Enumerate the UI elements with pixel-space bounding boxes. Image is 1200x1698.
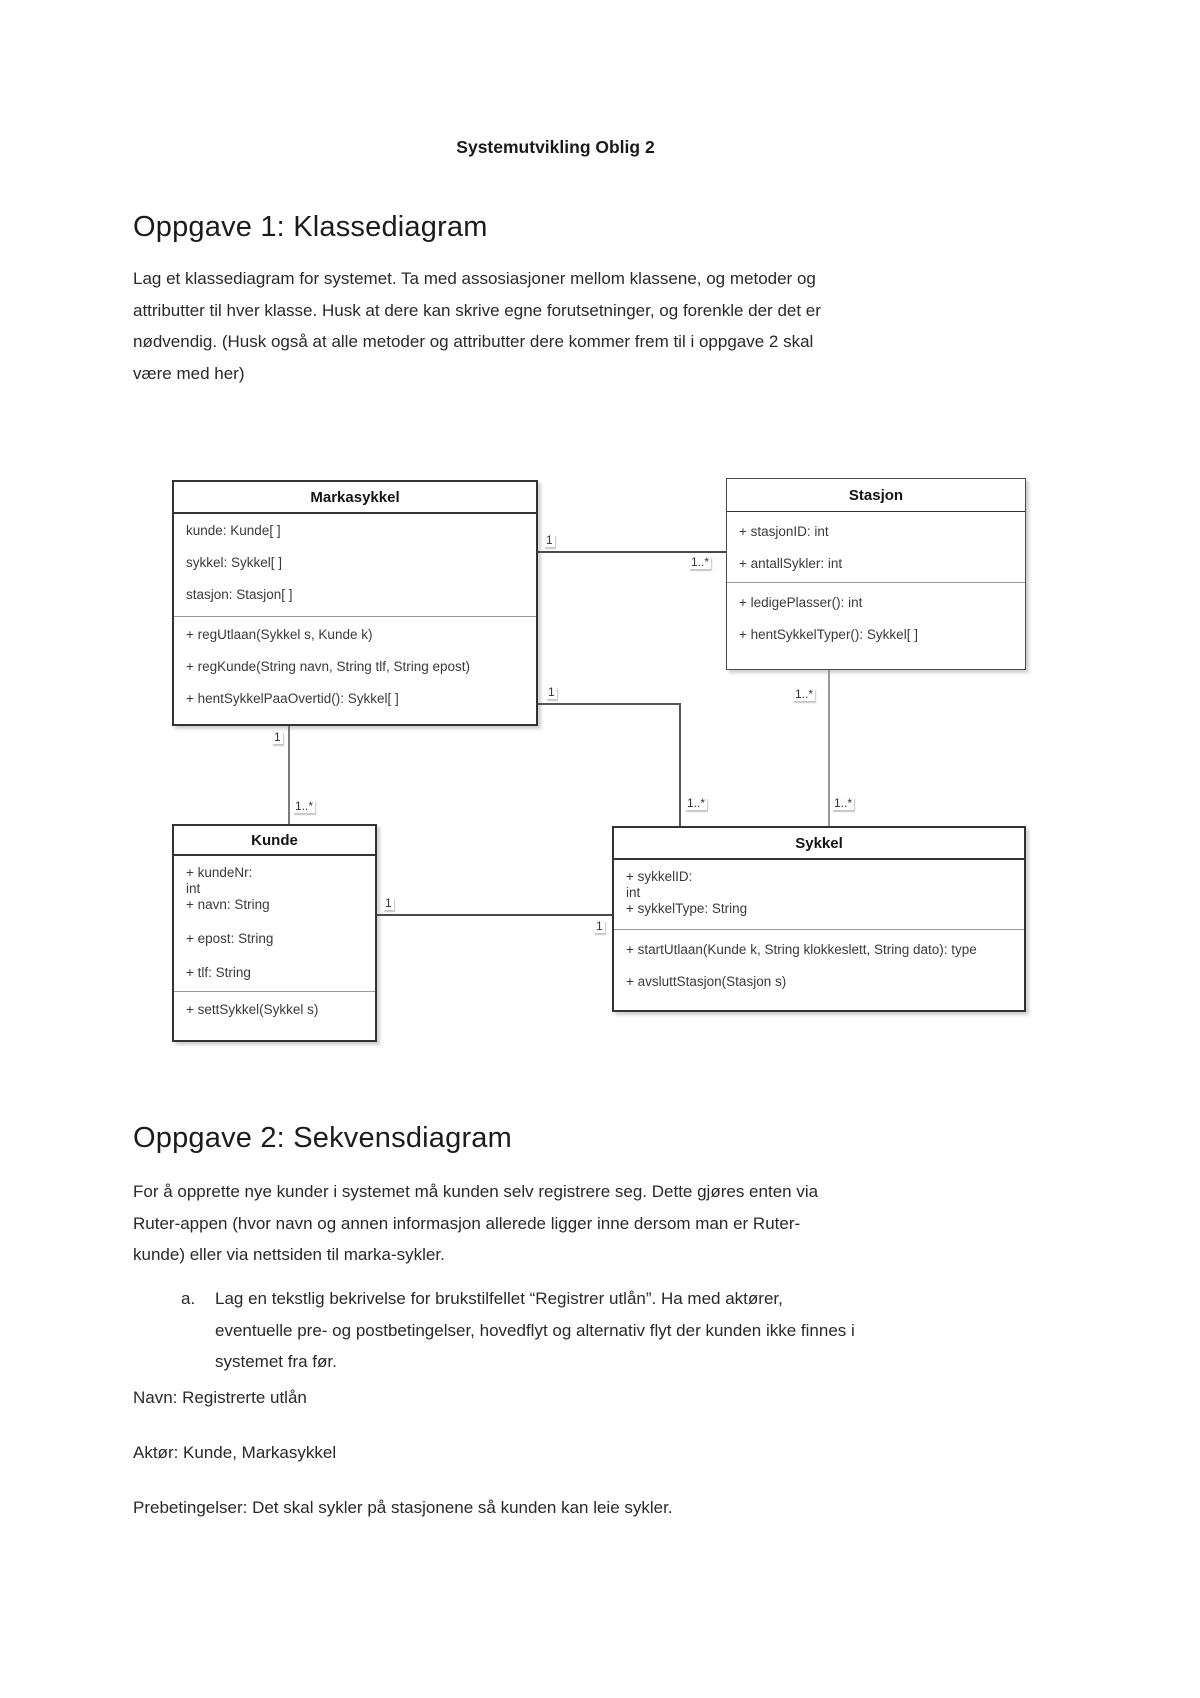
uml-attribute: + navn: String xyxy=(186,897,270,912)
class-attributes: + stasjonID: int + antallSykler: int xyxy=(727,512,1025,583)
multiplicity-label: 1..* xyxy=(293,799,316,813)
uml-attribute: sykkel: Sykkel[ ] xyxy=(186,555,283,570)
uml-attribute: stasjon: Stasjon[ ] xyxy=(186,587,293,602)
uml-method: + startUtlaan(Kunde k, String klokkeslet… xyxy=(626,942,977,957)
class-methods: + startUtlaan(Kunde k, String klokkeslet… xyxy=(614,930,1024,1006)
uml-attribute: + tlf: String xyxy=(186,965,251,980)
uml-attribute: kunde: Kunde[ ] xyxy=(186,523,281,538)
association-line-markasykkel-stasjon xyxy=(538,551,726,553)
uml-method: + hentSykkelTyper(): Sykkel[ ] xyxy=(739,627,918,642)
text-line: Lag et klassediagram for systemet. Ta me… xyxy=(133,269,816,288)
uml-method: + regUtlaan(Sykkel s, Kunde k) xyxy=(186,627,373,642)
document-title: Systemutvikling Oblig 2 xyxy=(456,137,655,157)
class-box-kunde: Kunde + kundeNr: int + navn: String + ep… xyxy=(172,824,377,1042)
uml-attribute: int xyxy=(626,885,641,900)
class-attributes: + sykkelID: int + sykkelType: String xyxy=(614,860,1024,930)
uml-method: + ledigePlasser(): int xyxy=(739,595,863,610)
multiplicity-label: 1 xyxy=(383,896,394,910)
uml-method: + settSykkel(Sykkel s) xyxy=(186,1002,319,1017)
uml-attribute: + kundeNr: xyxy=(186,865,253,880)
class-name: Kunde xyxy=(174,826,375,856)
multiplicity-label: 1..* xyxy=(832,796,855,810)
class-methods: + ledigePlasser(): int + hentSykkelTyper… xyxy=(727,583,1025,659)
text-line: Ruter-appen (hvor navn og annen informas… xyxy=(133,1213,801,1233)
multiplicity-label: 1..* xyxy=(793,687,816,701)
text-line: eventuelle pre- og postbetingelser, hove… xyxy=(215,1320,855,1340)
uml-method: + hentSykkelPaaOvertid(): Sykkel[ ] xyxy=(186,691,399,706)
line-navn: Navn: Registrerte utlån xyxy=(133,1388,307,1407)
list-item-a: a. Lag en tekstlig bekrivelse for brukst… xyxy=(181,1283,1011,1378)
class-attributes: + kundeNr: int + navn: String + epost: S… xyxy=(174,856,375,992)
class-methods: + regUtlaan(Sykkel s, Kunde k) + regKund… xyxy=(174,617,536,723)
uml-method: + regKunde(String navn, String tlf, Stri… xyxy=(186,659,471,674)
section2-heading: Oppgave 2: Sekvensdiagram xyxy=(133,1122,512,1154)
association-line-markasykkel-kunde xyxy=(288,726,290,824)
text-line: nødvendig. (Husk også at alle metoder og… xyxy=(133,332,814,351)
multiplicity-label: 1 xyxy=(544,533,555,547)
class-methods: + settSykkel(Sykkel s) xyxy=(174,992,375,1034)
uml-method: + avsluttStasjon(Stasjon s) xyxy=(626,974,787,989)
multiplicity-label: 1 xyxy=(594,919,605,933)
section2-paragraph: For å opprette nye kunder i systemet må … xyxy=(133,1176,993,1271)
uml-attribute: + stasjonID: int xyxy=(739,524,829,539)
line-prebetingelser: Prebetingelser: Det skal sykler på stasj… xyxy=(133,1498,673,1517)
multiplicity-label: 1 xyxy=(272,730,283,744)
class-name: Sykkel xyxy=(614,828,1024,860)
list-marker: a. xyxy=(181,1289,196,1308)
association-line-kunde-sykkel xyxy=(377,914,612,916)
uml-attribute: + epost: String xyxy=(186,931,274,946)
uml-attribute: + sykkelType: String xyxy=(626,901,748,916)
association-line-stasjon-sykkel xyxy=(828,670,830,826)
section1-heading: Oppgave 1: Klassediagram xyxy=(133,211,488,243)
text-line: systemet fra før. xyxy=(215,1352,337,1371)
multiplicity-label: 1 xyxy=(546,685,557,699)
section1-paragraph: Lag et klassediagram for systemet. Ta me… xyxy=(133,263,993,389)
line-aktor: Aktør: Kunde, Markasykkel xyxy=(133,1443,337,1462)
list-item-text: Lag en tekstlig bekrivelse for brukstilf… xyxy=(215,1283,1011,1378)
text-line: kunde) eller via nettsiden til marka-syk… xyxy=(133,1245,445,1264)
class-box-sykkel: Sykkel + sykkelID: int + sykkelType: Str… xyxy=(612,826,1026,1012)
text-line: For å opprette nye kunder i systemet må … xyxy=(133,1182,819,1201)
uml-attribute: int xyxy=(186,881,201,896)
text-line: være med her) xyxy=(133,363,245,383)
class-name: Stasjon xyxy=(727,479,1025,512)
class-attributes: kunde: Kunde[ ] sykkel: Sykkel[ ] stasjo… xyxy=(174,514,536,617)
multiplicity-label: 1..* xyxy=(689,555,712,569)
class-name: Markasykkel xyxy=(174,482,536,514)
association-line-markasykkel-sykkel-h xyxy=(538,703,681,705)
text-line: Lag en tekstlig bekrivelse for brukstilf… xyxy=(215,1289,783,1308)
association-line-markasykkel-sykkel-v xyxy=(679,703,681,826)
uml-attribute: + antallSykler: int xyxy=(739,556,843,571)
class-box-stasjon: Stasjon + stasjonID: int + antallSykler:… xyxy=(726,478,1026,670)
class-box-markasykkel: Markasykkel kunde: Kunde[ ] sykkel: Sykk… xyxy=(172,480,538,726)
multiplicity-label: 1..* xyxy=(685,796,708,810)
uml-attribute: + sykkelID: xyxy=(626,869,693,884)
text-line: attributter til hver klasse. Husk at der… xyxy=(133,300,821,320)
